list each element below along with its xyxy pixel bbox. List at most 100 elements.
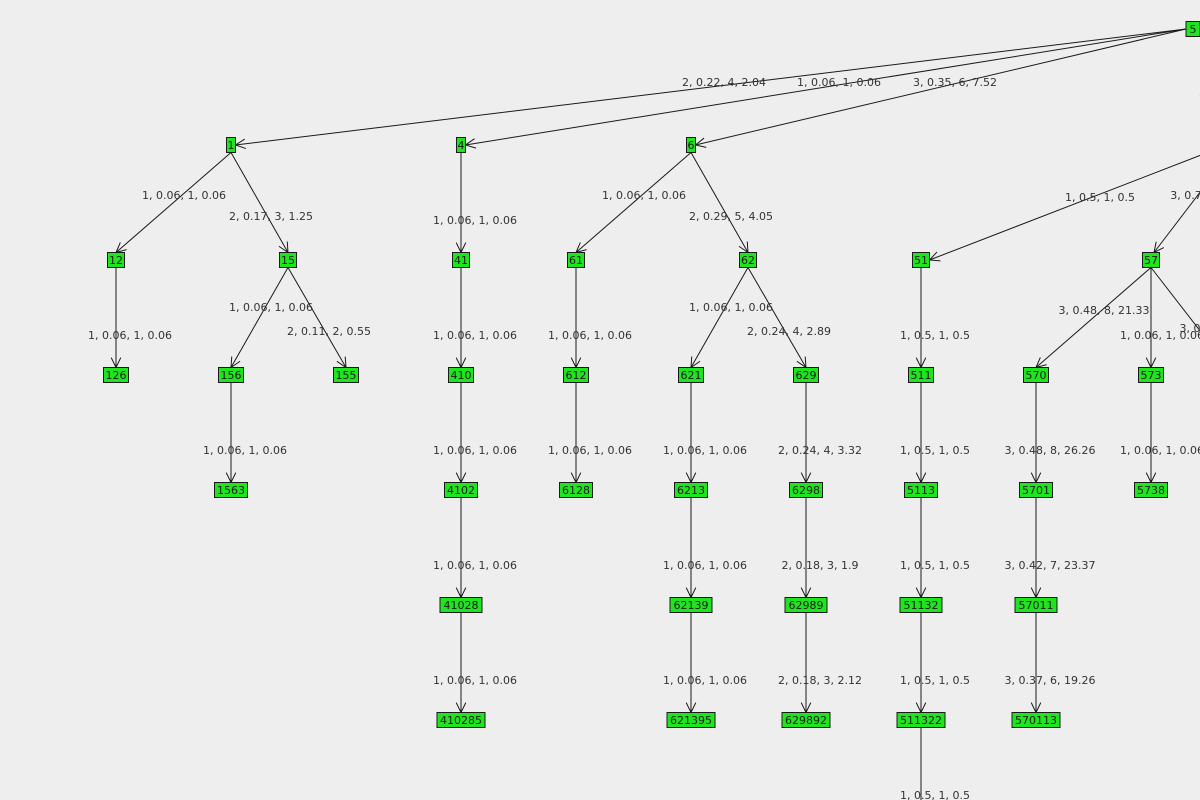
tree-node-126[interactable]: 126 bbox=[103, 367, 129, 383]
tree-node-1563[interactable]: 1563 bbox=[214, 482, 248, 498]
node-label: 156 bbox=[221, 369, 242, 382]
edge-label: 1, 0.06, 1, 0.06 bbox=[602, 189, 686, 202]
node-label: 6 bbox=[688, 139, 695, 152]
node-label: 51132 bbox=[904, 599, 939, 612]
tree-node-6[interactable]: 6 bbox=[686, 137, 696, 153]
edge-label: 1, 0.5, 1, 0.5 bbox=[900, 789, 970, 800]
edge-label: 1, 0.06, 1, 0.06 bbox=[433, 214, 517, 227]
node-box bbox=[1134, 482, 1168, 498]
tree-node-5701[interactable]: 5701 bbox=[1019, 482, 1053, 498]
tree-node-62139[interactable]: 62139 bbox=[669, 597, 713, 613]
edge-line-root-4 bbox=[465, 28, 1187, 146]
node-label: 5738 bbox=[1137, 484, 1165, 497]
node-label: 4102 bbox=[447, 484, 475, 497]
tree-node-57011[interactable]: 57011 bbox=[1014, 597, 1058, 613]
edge-label: 1, 0.06, 1, 0.06 bbox=[433, 674, 517, 687]
edge-label: 2, 0.24, 4, 3.32 bbox=[778, 444, 862, 457]
node-label: 57 bbox=[1144, 254, 1158, 267]
node-label: 621395 bbox=[670, 714, 712, 727]
tree-node-62[interactable]: 62 bbox=[739, 252, 757, 268]
edge-label: 2, 0.18, 3, 1.9 bbox=[782, 559, 859, 572]
tree-node-root[interactable]: 5 bbox=[1185, 21, 1200, 37]
node-label: 6213 bbox=[677, 484, 705, 497]
node-box bbox=[912, 252, 930, 268]
edge-label: 1, 0.06, 1, 0.06 bbox=[663, 559, 747, 572]
node-box bbox=[559, 482, 593, 498]
tree-node-511[interactable]: 511 bbox=[908, 367, 934, 383]
tree-node-410285[interactable]: 410285 bbox=[436, 712, 486, 728]
tree-node-15[interactable]: 15 bbox=[279, 252, 297, 268]
edge-label: 1, 0.06, 1, 0.06 bbox=[203, 444, 287, 457]
tree-node-57[interactable]: 57 bbox=[1142, 252, 1160, 268]
node-box bbox=[739, 252, 757, 268]
tree-node-51132[interactable]: 51132 bbox=[899, 597, 943, 613]
edge-line-62-629 bbox=[747, 267, 807, 368]
node-box bbox=[226, 137, 236, 153]
node-label: 573 bbox=[1141, 369, 1162, 382]
edge-label: 1, 0.06, 1, 0.06 bbox=[1120, 329, 1200, 342]
node-box bbox=[1142, 252, 1160, 268]
tree-node-62989[interactable]: 62989 bbox=[784, 597, 828, 613]
node-box bbox=[1023, 367, 1049, 383]
edge-label: 1, 0.06, 1, 0.06 bbox=[433, 559, 517, 572]
tree-node-410[interactable]: 410 bbox=[448, 367, 474, 383]
edge-label: 2, 0.24, 4, 2.89 bbox=[747, 325, 831, 338]
tree-node-6298[interactable]: 6298 bbox=[789, 482, 823, 498]
node-label: 62139 bbox=[674, 599, 709, 612]
tree-node-155[interactable]: 155 bbox=[333, 367, 359, 383]
edge-label: 1, 0.5, 1, 0.5 bbox=[900, 444, 970, 457]
tree-node-51[interactable]: 51 bbox=[912, 252, 930, 268]
node-label: 629892 bbox=[785, 714, 827, 727]
tree-node-4102[interactable]: 4102 bbox=[444, 482, 478, 498]
tree-node-621395[interactable]: 621395 bbox=[666, 712, 716, 728]
tree-node-41[interactable]: 41 bbox=[452, 252, 470, 268]
tree-node-570[interactable]: 570 bbox=[1023, 367, 1049, 383]
node-box bbox=[899, 597, 943, 613]
tree-node-156[interactable]: 156 bbox=[218, 367, 244, 383]
node-label: 57011 bbox=[1019, 599, 1054, 612]
tree-node-5738[interactable]: 5738 bbox=[1134, 482, 1168, 498]
node-box bbox=[678, 367, 704, 383]
tree-node-12[interactable]: 12 bbox=[107, 252, 125, 268]
node-label: 62 bbox=[741, 254, 755, 267]
edge-label: 2, 0.29, 5, 4.05 bbox=[689, 210, 773, 223]
edge-label: 3, 0.48, 8, 21.33 bbox=[1059, 304, 1150, 317]
tree-node-61[interactable]: 61 bbox=[567, 252, 585, 268]
tree-node-4[interactable]: 4 bbox=[456, 137, 466, 153]
tree-node-612[interactable]: 612 bbox=[563, 367, 589, 383]
edge-line-1-12 bbox=[115, 152, 232, 253]
node-label: 410 bbox=[451, 369, 472, 382]
edge-label: 1, 0.06, 1, 0.06 bbox=[548, 329, 632, 342]
node-label: 570113 bbox=[1015, 714, 1057, 727]
node-label: 511 bbox=[911, 369, 932, 382]
edge-label: 2, 0.11, 2, 0.55 bbox=[287, 325, 371, 338]
node-label: 62989 bbox=[789, 599, 824, 612]
node-label: 1563 bbox=[217, 484, 245, 497]
edge-label: 3, 0 bbox=[1180, 322, 1200, 335]
node-label: 4 bbox=[458, 139, 465, 152]
edge-label: 1, 0.06, 1, 0.06 bbox=[1120, 444, 1200, 457]
tree-node-573[interactable]: 573 bbox=[1138, 367, 1164, 383]
tree-node-1[interactable]: 1 bbox=[226, 137, 236, 153]
tree-node-570113[interactable]: 570113 bbox=[1011, 712, 1061, 728]
node-label: 41 bbox=[454, 254, 468, 267]
tree-node-629892[interactable]: 629892 bbox=[781, 712, 831, 728]
node-box bbox=[896, 712, 946, 728]
tree-node-621[interactable]: 621 bbox=[678, 367, 704, 383]
edge-label: 2, 0.22, 4, 2.04 bbox=[682, 76, 766, 89]
node-box bbox=[456, 137, 466, 153]
edge-label: 1, 0.5, 1, 0.5 bbox=[1065, 191, 1135, 204]
node-label: 612 bbox=[566, 369, 587, 382]
node-label: 126 bbox=[106, 369, 127, 382]
node-label: 629 bbox=[796, 369, 817, 382]
node-label: 621 bbox=[681, 369, 702, 382]
tree-node-5113[interactable]: 5113 bbox=[904, 482, 938, 498]
tree-node-6213[interactable]: 6213 bbox=[674, 482, 708, 498]
tree-node-511322[interactable]: 511322 bbox=[896, 712, 946, 728]
tree-node-629[interactable]: 629 bbox=[793, 367, 819, 383]
tree-node-41028[interactable]: 41028 bbox=[439, 597, 483, 613]
tree-node-6128[interactable]: 6128 bbox=[559, 482, 593, 498]
